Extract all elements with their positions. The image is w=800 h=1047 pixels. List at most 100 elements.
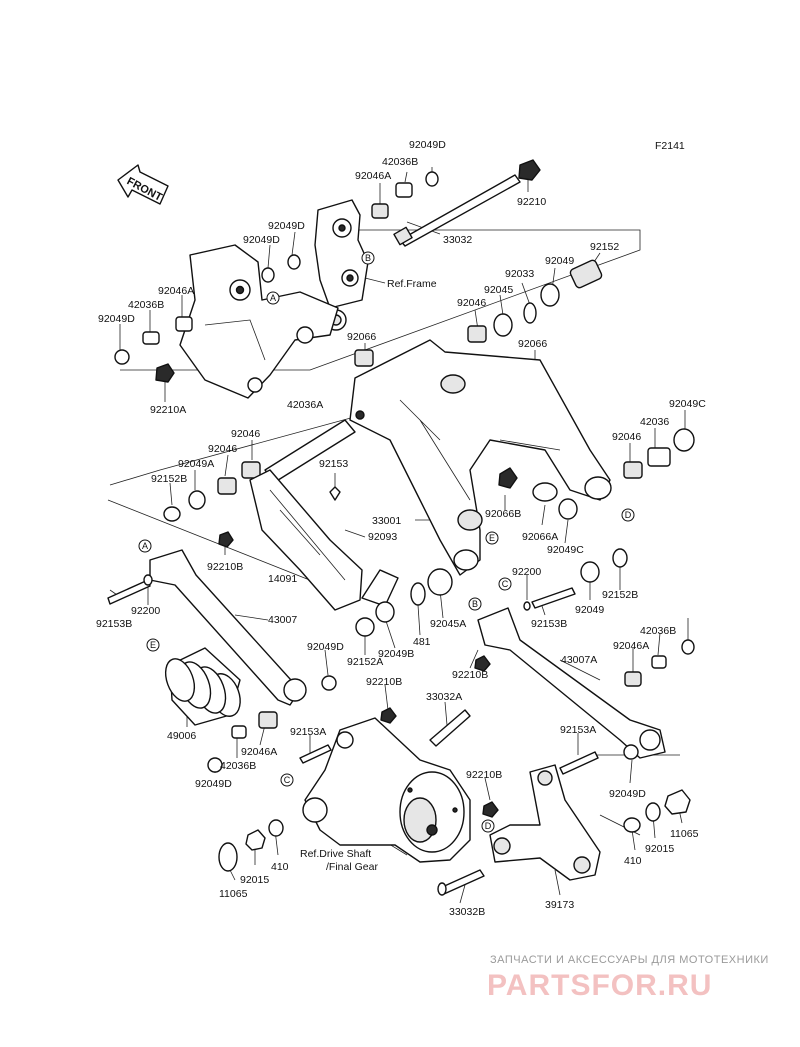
chain-guard [249,469,399,611]
part-label: 92153 [319,458,348,470]
svg-text:E: E [150,640,156,650]
part-label: 92153B [531,618,567,630]
part-label: 92045 [484,284,513,296]
part-label: 42036B [220,760,256,772]
part-label: 92015 [645,843,674,855]
callout-circle: E [146,638,160,652]
part-label: 92049D [268,220,305,232]
part-label: 92049D [409,139,446,151]
svg-text:B: B [365,253,371,263]
callout-circle: D [621,508,635,522]
part-label: 92049A [178,458,214,470]
callout-circle: A [138,539,152,553]
part-label: 92049 [575,604,604,616]
part-label: 11065 [670,828,699,840]
callout-circle: B [361,251,375,265]
part-label: 92210 [517,196,546,208]
part-label: 92093 [368,531,397,543]
part-label: 11065 [219,888,248,900]
part-label: 33032 [443,234,472,246]
part-label: 92049B [378,648,414,660]
figure-code: F2141 [655,140,685,152]
watermark-logo: PARTSFOR.RU [487,969,712,1002]
front-arrow-icon: FRONT [117,164,169,205]
part-label: 49006 [167,730,196,742]
svg-text:C: C [502,579,509,589]
part-label: 92015 [240,874,269,886]
callout-circle: B [468,597,482,611]
part-label: 92046 [457,297,486,309]
part-label: 92152 [590,241,619,253]
part-label: 92049D [243,234,280,246]
left-bottom-hardware [218,819,284,872]
callout-circle: C [498,577,512,591]
circle-callouts: A B A B C D E E C D [138,251,635,833]
part-label: 43007 [268,614,297,626]
callout-circle: E [485,531,499,545]
right-bottom-hardware [623,744,691,833]
svg-text:A: A [270,293,276,303]
part-label: 42036A [287,399,323,411]
frame-bracket-left [179,244,339,399]
part-label: 92046 [612,431,641,443]
part-label: 39173 [545,899,574,911]
part-label: 92049D [609,788,646,800]
part-label: 92066 [347,331,376,343]
part-label: 481 [413,636,431,648]
callout-circle: C [280,773,294,787]
part-label: 92210B [207,561,243,573]
part-label: 92046 [231,428,260,440]
part-label: 92066B [485,508,521,520]
part-label: 92046A [355,170,391,182]
part-label: 33032B [449,906,485,918]
part-label: 92153A [560,724,596,736]
watermark: ЗАПЧАСТИ И АКСЕССУАРЫ ДЛЯ МОТОТЕХНИКИ PA… [487,954,769,1002]
part-label: 92049C [547,544,584,556]
svg-text:D: D [485,821,492,831]
part-label: 92033 [505,268,534,280]
watermark-tagline: ЗАПЧАСТИ И АКСЕССУАРЫ ДЛЯ МОТОТЕХНИКИ [490,954,769,966]
svg-text:A: A [142,541,148,551]
part-label: 92200 [512,566,541,578]
ref-frame-label: Ref.Frame [387,278,437,290]
svg-text:C: C [284,775,291,785]
part-label: 92200 [131,605,160,617]
ref-final-gear-label: /Final Gear [326,861,378,873]
svg-text:E: E [489,533,495,543]
part-label: 92066 [518,338,547,350]
part-label: 92066A [522,531,558,543]
part-label: 92045A [430,618,466,630]
left-bottom-small-parts [207,707,471,773]
part-label: 92210A [150,404,186,416]
svg-text:B: B [472,599,478,609]
part-label: 92152B [151,473,187,485]
swing-arm-right-parts [498,428,695,520]
callout-circle: A [266,291,280,305]
part-label: 42036B [382,156,418,168]
part-label: 92049D [307,641,344,653]
part-label: 92046A [158,285,194,297]
part-label: 43007A [561,654,597,666]
swing-arm [349,339,612,576]
dust-boot [164,647,241,726]
part-label: 410 [271,861,289,873]
part-label: 92210B [466,769,502,781]
final-gear-housing [302,717,471,863]
pivot-hardware [355,548,628,637]
part-label: 92153B [96,618,132,630]
part-label: 92046 [208,443,237,455]
part-label: 92153A [290,726,326,738]
part-label: 92152A [347,656,383,668]
ref-drive-shaft-label: Ref.Drive Shaft [300,848,371,860]
part-label: 410 [624,855,642,867]
part-label: 92049D [195,778,232,790]
part-labels: 92049D 42036B 92046A 92210 33032 92049D … [96,139,706,918]
part-label: 92210B [452,669,488,681]
part-label: 92049 [545,255,574,267]
part-label: 14091 [268,573,297,585]
frame-bracket-right [314,199,369,331]
svg-text:D: D [625,510,632,520]
part-label: 92046A [241,746,277,758]
